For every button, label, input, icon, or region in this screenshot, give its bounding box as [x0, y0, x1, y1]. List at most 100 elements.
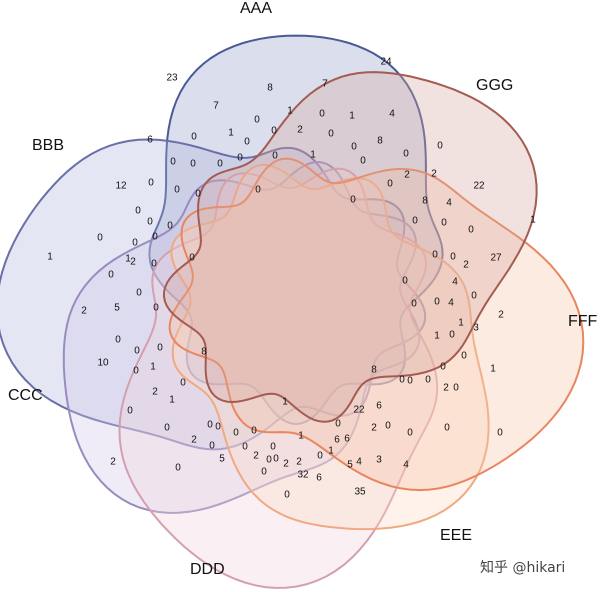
region-count: 0 [147, 217, 153, 228]
region-count: 8 [267, 83, 273, 94]
region-count: 2 [371, 423, 377, 434]
region-count: 4 [356, 457, 362, 468]
region-count: 27 [490, 253, 502, 264]
region-count: 4 [389, 109, 395, 120]
region-count: 0 [273, 454, 279, 465]
region-count: 0 [270, 442, 276, 453]
region-count: 0 [217, 159, 223, 170]
region-count: 4 [452, 277, 458, 288]
region-count: 1 [282, 397, 288, 408]
region-count: 0 [255, 185, 261, 196]
region-count: 8 [201, 347, 207, 358]
region-count: 1 [150, 362, 156, 373]
region-count: 0 [432, 250, 438, 261]
set-label-eee: EEE [440, 527, 472, 544]
region-count: 1 [47, 252, 53, 263]
set-label-bbb: BBB [32, 137, 64, 154]
region-count: 0 [461, 351, 467, 362]
region-count: 2 [443, 383, 449, 394]
region-count: 22 [353, 405, 365, 416]
region-count: 0 [468, 225, 474, 236]
region-count: 0 [412, 216, 418, 227]
region-count: 1 [490, 364, 496, 375]
region-count: 2 [152, 387, 158, 398]
region-count: 0 [136, 288, 142, 299]
region-count: 3 [473, 323, 479, 334]
region-count: 1 [530, 215, 536, 226]
region-count: 24 [380, 57, 392, 68]
region-count: 0 [437, 141, 443, 152]
region-count: 2 [283, 459, 289, 470]
region-count: 0 [148, 178, 154, 189]
region-count: 0 [407, 376, 413, 387]
region-count: 2 [253, 451, 259, 462]
region-count: 23 [166, 73, 178, 84]
region-count: 0 [350, 195, 356, 206]
set-eee-region [170, 163, 490, 531]
region-count: 0 [133, 366, 139, 377]
set-label-ccc: CCC [8, 387, 43, 404]
region-count: 0 [115, 335, 121, 346]
region-count: 0 [387, 179, 393, 190]
region-count: 8 [422, 196, 428, 207]
watermark-text: 知乎 @hikari [480, 560, 566, 576]
set-label-fff: FFF [568, 313, 598, 330]
region-count: 7 [322, 79, 328, 90]
region-count: 2 [431, 169, 437, 180]
region-count: 3 [376, 455, 382, 466]
region-count: 5 [219, 454, 225, 465]
region-count: 0 [97, 233, 103, 244]
region-count: 0 [271, 126, 277, 137]
region-count: 0 [497, 428, 503, 439]
region-count: 0 [254, 115, 260, 126]
region-count: 0 [351, 142, 357, 153]
region-count: 0 [444, 423, 450, 434]
region-count: 0 [425, 375, 431, 386]
region-count: 2 [404, 170, 410, 181]
region-count: 2 [296, 457, 302, 468]
region-count: 0 [403, 149, 409, 160]
region-count: 0 [108, 270, 114, 281]
set-ddd-region [118, 167, 439, 589]
region-count: 0 [328, 129, 334, 140]
region-count: 0 [170, 157, 176, 168]
region-count: 5 [114, 303, 120, 314]
region-count: 1 [310, 150, 316, 161]
region-count: 1 [228, 128, 234, 139]
region-count: 0 [360, 156, 366, 167]
set-fff-region [168, 157, 585, 492]
region-count: 12 [115, 181, 127, 192]
region-count: 6 [376, 401, 382, 412]
region-count: 0 [411, 299, 417, 310]
region-count: 0 [453, 383, 459, 394]
region-count: 0 [191, 132, 197, 143]
region-count: 0 [127, 406, 133, 417]
region-count: 1 [169, 395, 175, 406]
region-count: 4 [403, 460, 409, 471]
set-label-aaa: AAA [240, 0, 272, 17]
region-count: 0 [399, 375, 405, 386]
region-count: 5 [347, 460, 353, 471]
region-count: 0 [242, 442, 248, 453]
region-count: 1 [287, 106, 293, 117]
region-count: 0 [434, 297, 440, 308]
region-count: 8 [377, 136, 383, 147]
region-count: 0 [189, 253, 195, 264]
region-count: 0 [190, 159, 196, 170]
region-count: 0 [209, 441, 215, 452]
region-count: 35 [354, 487, 366, 498]
region-count: 10 [97, 358, 109, 369]
set-petals [0, 34, 585, 589]
region-count: 0 [207, 420, 213, 431]
set-ggg-region [163, 71, 538, 423]
region-count: 0 [284, 490, 290, 501]
region-count: 0 [167, 221, 173, 232]
region-count: 0 [402, 276, 408, 287]
set-label-ddd: DDD [190, 561, 225, 578]
region-count: 6 [316, 473, 322, 484]
region-count: 0 [272, 151, 278, 162]
region-count: 7 [213, 101, 219, 112]
region-count: 0 [440, 362, 446, 373]
